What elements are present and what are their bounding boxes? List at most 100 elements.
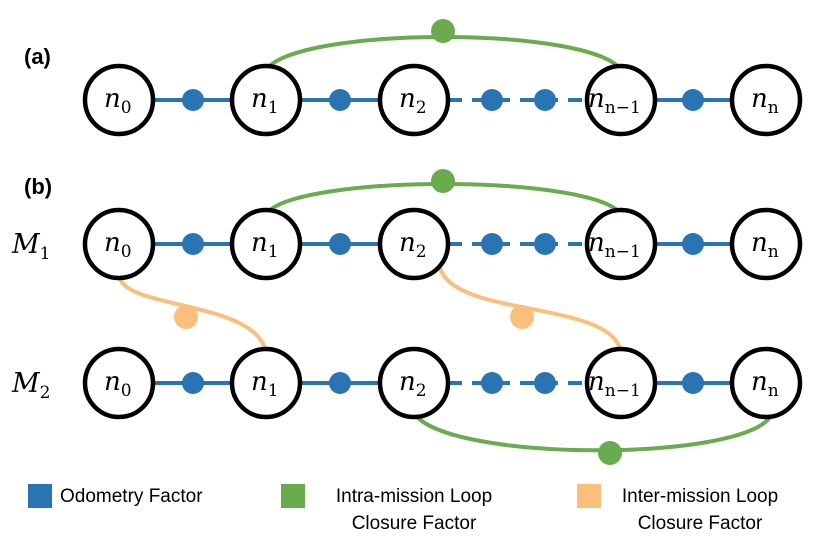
node-base: n: [399, 84, 416, 114]
pose-node-label: nn: [751, 84, 779, 118]
intra-loop-factor-dot: [431, 19, 455, 43]
pose-node-a-4: [729, 63, 803, 137]
odometry-factor-dot: [682, 89, 704, 111]
pose-node-label: n1: [251, 84, 279, 118]
pose-node-label: nn−1: [588, 367, 641, 401]
pose-node-m2-4: [729, 346, 803, 420]
pose-node-a-2: [377, 63, 451, 137]
node-base: n: [751, 228, 768, 258]
node-base: n: [588, 84, 605, 114]
node-base: n: [399, 367, 416, 397]
pose-node-m2-0: [82, 346, 156, 420]
pose-node-label: n2: [399, 228, 427, 262]
pose-node-label: nn: [751, 367, 779, 401]
pose-node-m1-1: [229, 207, 303, 281]
panel-a-label: (a): [24, 44, 51, 69]
edges-layer: [117, 19, 772, 465]
odometry-factor-dot: [481, 89, 503, 111]
pose-node-label: n0: [104, 84, 132, 118]
pose-node-m1-0: [82, 207, 156, 281]
pose-node-label: nn−1: [588, 228, 641, 262]
pose-node-label: n2: [399, 367, 427, 401]
mission-label: M1: [11, 229, 50, 264]
node-subscript: 1: [268, 98, 279, 118]
node-base: n: [104, 84, 121, 114]
node-subscript: 2: [416, 381, 427, 401]
inter-loop-edge: [438, 267, 623, 353]
node-base: n: [751, 367, 768, 397]
node-subscript: n−1: [605, 98, 641, 118]
odometry-factor-dot: [481, 372, 503, 394]
legend-label: Closure Factor: [638, 513, 763, 534]
odometry-factor-dot: [682, 372, 704, 394]
pose-node-a-3: [584, 63, 658, 137]
pose-node-label: n1: [251, 228, 279, 262]
intra-loop-factor-dot: [598, 441, 622, 465]
pose-node-m1-4: [729, 207, 803, 281]
legend-label: Intra-mission Loop: [336, 486, 492, 507]
node-base: n: [251, 367, 268, 397]
node-base: n: [251, 228, 268, 258]
node-subscript: 1: [268, 242, 279, 262]
node-subscript: n−1: [605, 381, 641, 401]
node-base: n: [251, 84, 268, 114]
intra-loop-edge: [412, 411, 772, 453]
pose-node-label: nn−1: [588, 84, 641, 118]
legend-label: Closure Factor: [352, 513, 477, 534]
odometry-factor-dot: [329, 372, 351, 394]
pose-node-m1-3: [584, 207, 658, 281]
intra-loop-factor-dot: [431, 169, 455, 193]
pose-node-m2-3: [584, 346, 658, 420]
node-subscript: n: [768, 381, 779, 401]
odometry-factor-dot: [182, 372, 204, 394]
odometry-factor-dot: [329, 233, 351, 255]
node-subscript: 1: [268, 381, 279, 401]
node-subscript: n: [768, 242, 779, 262]
pose-node-m2-1: [229, 346, 303, 420]
node-subscript: 2: [416, 98, 427, 118]
odometry-factor-dot: [534, 372, 556, 394]
node-subscript: n: [768, 98, 779, 118]
legend-swatch-intra: [281, 484, 305, 508]
mission-subscript: 2: [40, 383, 51, 403]
legend: Odometry Factor Intra-mission LoopClosure…: [28, 484, 778, 534]
mission-label: M2: [11, 368, 50, 403]
pose-node-a-0: [82, 63, 156, 137]
node-base: n: [104, 367, 121, 397]
node-subscript: 0: [121, 98, 132, 118]
node-base: n: [399, 228, 416, 258]
pose-node-m2-2: [377, 346, 451, 420]
node-subscript: 2: [416, 242, 427, 262]
pose-node-m1-2: [377, 207, 451, 281]
node-subscript: 0: [121, 381, 132, 401]
panel-b-label: (b): [24, 174, 52, 199]
inter-loop-factor-dot: [510, 305, 534, 329]
legend-label: Inter-mission Loop: [622, 486, 778, 507]
odometry-factor-dot: [182, 89, 204, 111]
pose-node-label: n0: [104, 228, 132, 262]
node-base: n: [588, 228, 605, 258]
legend-label: Odometry Factor: [60, 486, 203, 507]
pose-node-label: n1: [251, 367, 279, 401]
mission-letter: M: [11, 229, 41, 260]
node-base: n: [588, 367, 605, 397]
legend-swatch-inter: [577, 484, 601, 508]
mission-subscript: 1: [40, 244, 51, 264]
node-subscript: n−1: [605, 242, 641, 262]
pose-node-label: n2: [399, 84, 427, 118]
pose-node-label: n0: [104, 367, 132, 401]
node-base: n: [104, 228, 121, 258]
node-base: n: [751, 84, 768, 114]
pose-node-label: nn: [751, 228, 779, 262]
inter-loop-factor-dot: [174, 305, 198, 329]
odometry-factor-dot: [481, 233, 503, 255]
odometry-factor-dot: [682, 233, 704, 255]
odometry-factor-dot: [182, 233, 204, 255]
node-subscript: 0: [121, 242, 132, 262]
odometry-factor-dot: [329, 89, 351, 111]
mission-letter: M: [11, 368, 41, 399]
legend-swatch-odometry: [28, 484, 52, 508]
